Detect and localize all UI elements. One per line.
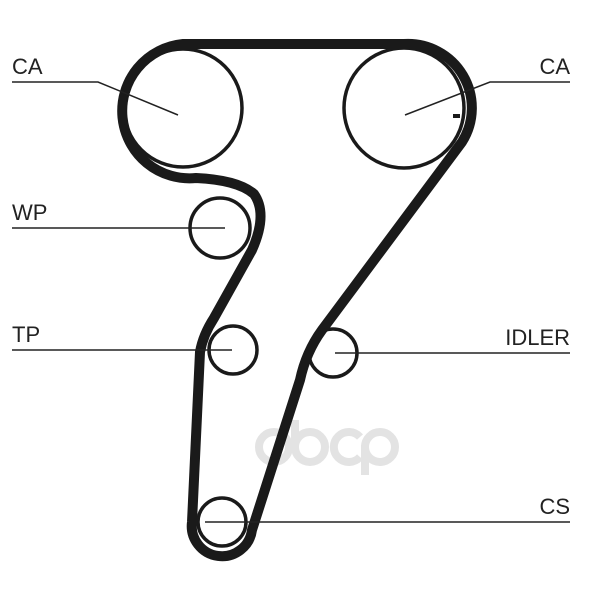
camshaft-pulley-right xyxy=(342,46,466,170)
label-wp: WP xyxy=(12,200,48,225)
label-ca-right: CA xyxy=(539,54,570,79)
timing-belt xyxy=(117,38,477,562)
label-idler: IDLER xyxy=(505,325,570,350)
leader-ca-left xyxy=(12,81,179,116)
label-cs: CS xyxy=(539,494,570,519)
label-ca-left: CA xyxy=(12,54,43,79)
camshaft-pulley-left xyxy=(122,47,244,169)
label-tp: TP xyxy=(12,322,41,347)
leader-ca-right xyxy=(404,81,570,116)
